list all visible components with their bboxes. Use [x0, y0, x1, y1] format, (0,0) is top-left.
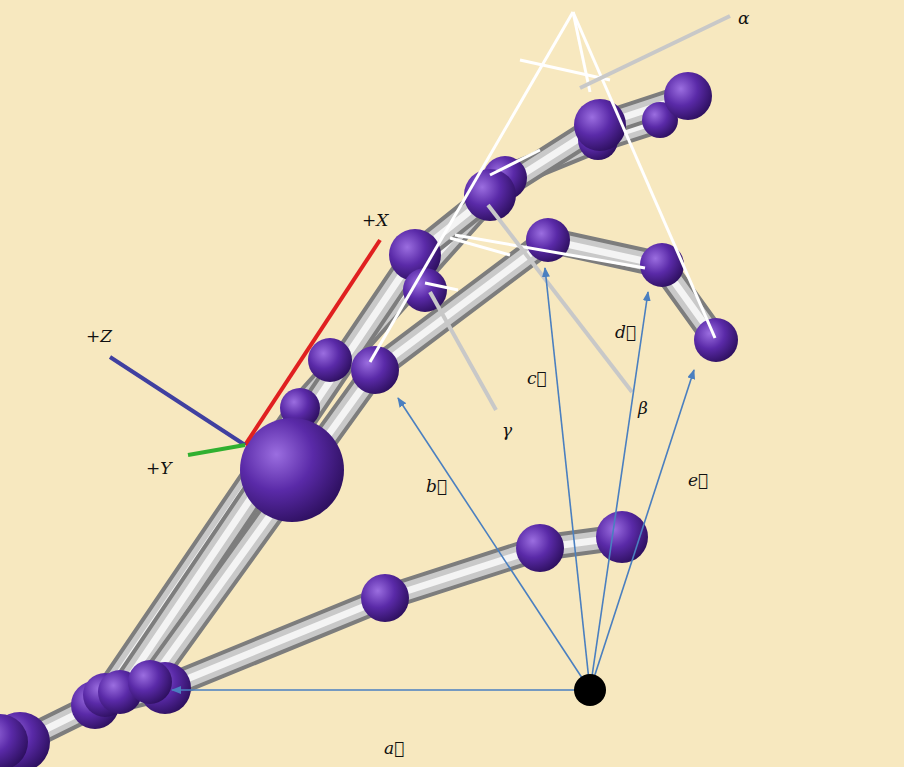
- joint-sphere: [0, 714, 28, 767]
- joint-sphere: [516, 524, 564, 572]
- angle-leader-lines: [430, 16, 730, 410]
- axis-or-vector-label: +Y: [146, 458, 171, 478]
- bone-segment: [385, 548, 540, 598]
- joint-sphere: [361, 574, 409, 622]
- axis-or-vector-label: c⃗: [527, 368, 547, 388]
- origin-dot: [574, 674, 606, 706]
- joint-sphere: [403, 268, 447, 312]
- joint-sphere: [526, 218, 570, 262]
- bone-segment: [120, 255, 415, 692]
- axis-or-vector-label: γ: [502, 420, 512, 440]
- bone-segment: [385, 548, 540, 598]
- joint-sphere: [664, 72, 712, 120]
- bone-segment: [120, 255, 415, 692]
- axis-or-vector-label: β: [638, 398, 648, 418]
- axis-or-vector-label: α: [738, 8, 749, 28]
- axis-or-vector-label: e⃗: [688, 470, 708, 490]
- joint-sphere: [464, 169, 516, 221]
- bone-cylinders: [20, 96, 716, 742]
- axis-or-vector-label: +Z: [86, 326, 112, 346]
- joint-spheres: [0, 72, 738, 767]
- bone-segment: [385, 548, 540, 598]
- axis-or-vector-label: a⃗: [384, 738, 404, 758]
- joint-sphere: [694, 318, 738, 362]
- joint-sphere: [308, 338, 352, 382]
- coordinate-axes: [110, 240, 380, 455]
- axis-or-vector-label: b⃗: [426, 476, 447, 496]
- position-vectors: [172, 268, 694, 690]
- bone-segment: [120, 255, 415, 692]
- angle-construction-lines: [370, 12, 715, 362]
- joint-sphere: [128, 660, 172, 704]
- axis-or-vector-label: +X: [362, 210, 388, 230]
- joint-sphere: [574, 99, 626, 151]
- axis-or-vector-label: d⃗: [615, 322, 636, 342]
- joint-sphere: [240, 418, 344, 522]
